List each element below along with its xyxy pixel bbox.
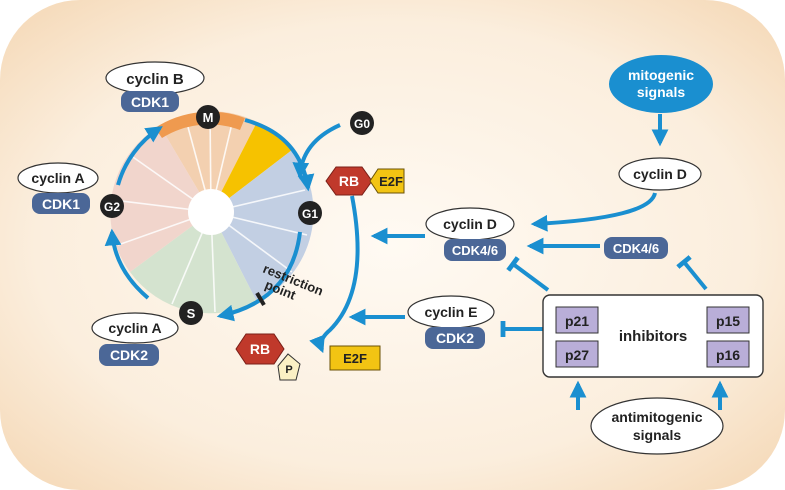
p27-label: p27 <box>565 347 589 363</box>
g1-phase-label: G1 <box>302 207 318 221</box>
s-phase-sector <box>130 212 257 314</box>
cell-cycle-wheel <box>110 111 314 314</box>
rb-p-hexagon <box>235 333 285 365</box>
mitogenic-signals-oval <box>609 55 713 113</box>
rb-e2f-rb-label: RB <box>339 173 359 189</box>
cyclin-b-label: cyclin B <box>126 71 184 88</box>
cdk1-top-label: CDK1 <box>131 94 169 110</box>
cyclin-a-g2-label: cyclin A <box>31 170 84 186</box>
g0-phase-label: G0 <box>354 117 370 131</box>
inhibitors-panel: inhibitors p21 p27 p15 p16 <box>542 294 764 378</box>
rb-e2f-complex: RB E2F <box>325 166 405 196</box>
cyclin-e-label: cyclin E <box>425 304 478 320</box>
cdk1-left-label: CDK1 <box>42 196 80 212</box>
cyclin-d-mito-label: cyclin D <box>633 166 687 182</box>
cyclin-d-mito-oval <box>618 157 702 191</box>
cyclin-e-cdk2-complex: cyclin E CDK2 <box>407 295 495 349</box>
wheel-hub <box>188 189 234 235</box>
m-phase-sector <box>160 111 257 212</box>
cyclin-a-cdk2-complex: cyclin A CDK2 <box>91 312 179 366</box>
cyclin-d-main-label: cyclin D <box>443 216 497 232</box>
g1-phase-sector <box>211 150 314 302</box>
arrow-rb-phosphorylation <box>309 195 360 354</box>
signaling-arrows <box>348 114 729 410</box>
cdk2-right-label: CDK2 <box>436 330 474 346</box>
p16-box <box>706 340 750 368</box>
m-phase-marker <box>196 105 220 129</box>
antimitogenic-label-1: antimitogenic <box>611 409 702 425</box>
p21-box <box>555 306 599 334</box>
e2f-bound-box <box>369 168 405 194</box>
g2-phase-label: G2 <box>104 200 120 214</box>
e2f-free-label: E2F <box>343 351 367 366</box>
cyclin-a-s-oval <box>91 312 179 344</box>
cdk1-top-pill <box>121 91 179 112</box>
arrow-g2-to-m <box>116 126 163 186</box>
restriction-point-marker <box>255 291 266 307</box>
p21-label: p21 <box>565 313 589 329</box>
arrow-g1-to-s <box>216 231 302 322</box>
cyclin-b-cdk1-complex: cyclin B CDK1 <box>105 61 205 112</box>
cdk2-left-pill <box>99 344 159 366</box>
cdk46-free-pill <box>604 237 668 259</box>
rb-p-rb-label: RB <box>250 341 270 357</box>
cdk2-left-label: CDK2 <box>110 347 148 363</box>
p27-box <box>555 340 599 368</box>
arrow-s-to-g2 <box>104 228 150 300</box>
p16-label: p16 <box>716 347 740 363</box>
cyclin-a-s-label: cyclin A <box>108 320 161 336</box>
mitogenic-label-2: signals <box>637 84 685 100</box>
g0-phase-marker <box>350 111 374 135</box>
phosphate-label: P <box>285 364 292 376</box>
e2f-free-box <box>329 345 381 371</box>
cdk2-right-pill <box>425 327 485 349</box>
p15-box <box>706 306 750 334</box>
g2-phase-marker <box>100 194 124 218</box>
rb-e2f-e2f-label: E2F <box>379 174 403 189</box>
phosphate-box <box>277 353 301 381</box>
antimitogenic-signals-oval <box>590 397 724 455</box>
antimitogenic-label-2: signals <box>633 427 681 443</box>
g2-phase-sector <box>110 126 211 272</box>
cyclin-d-cdk46-complex: cyclin D CDK4/6 <box>425 207 515 261</box>
m-phase-label: M <box>203 110 214 125</box>
inhibit-cdk46 <box>676 255 708 291</box>
phase-labels: M G0 G1 G2 S <box>100 105 374 325</box>
cyclin-a-cdk1-complex: cyclin A CDK1 <box>17 162 99 214</box>
arrow-g0-to-g1 <box>292 123 341 180</box>
inhibitors-title: inhibitors <box>619 328 687 345</box>
g0-sector <box>211 122 292 212</box>
cdk46-main-pill <box>444 239 506 261</box>
s-phase-marker <box>179 301 203 325</box>
cdk46-free-label: CDK4/6 <box>613 241 659 256</box>
rb-phosphorylated: RB P <box>235 333 301 381</box>
cdk1-left-pill <box>32 193 90 214</box>
cdk46-main-label: CDK4/6 <box>452 243 498 258</box>
arrow-cyclin-d-to-complex <box>530 192 657 232</box>
cycle-arrows <box>104 118 360 354</box>
s-phase-label: S <box>187 306 196 321</box>
mitogenic-label-1: mitogenic <box>628 67 694 83</box>
g1-phase-marker <box>298 201 322 225</box>
inhibit-cyclin-d-complex <box>506 256 550 292</box>
p15-label: p15 <box>716 313 740 329</box>
